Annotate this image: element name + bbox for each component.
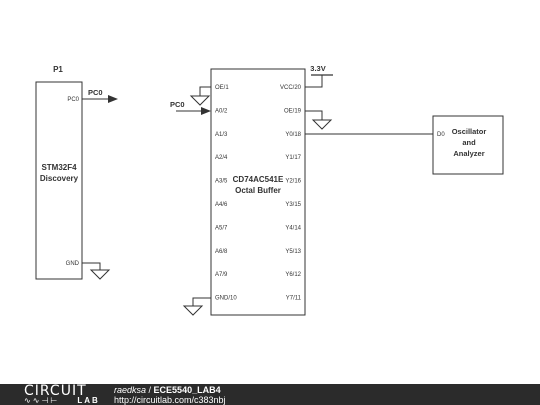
buffer-pin-label: Y1/17 (285, 155, 301, 161)
buffer-pin-label: A3/5 (215, 179, 228, 185)
circuitlab-logo-top[interactable]: CIRCUIT (24, 383, 87, 399)
buffer-pin-label: VCC/20 (280, 85, 302, 91)
buffer-pin-label: A4/6 (215, 202, 228, 208)
buffer-pin-label: OE/1 (215, 85, 229, 91)
buffer-pin-label: Y5/13 (285, 249, 301, 255)
p1-ref-label: P1 (53, 65, 63, 74)
oscillator-line2: and (462, 138, 476, 147)
buffer-pin-label: A1/3 (215, 132, 228, 138)
ground-icon (182, 305, 204, 316)
supply-voltage-label: 3.3V (310, 64, 325, 73)
buffer-pin-label: A5/7 (215, 225, 228, 231)
arrow-right-icon (108, 95, 118, 103)
stm32f4-block[interactable]: P1 STM32F4 Discovery PC0 GND (35, 65, 83, 280)
author-link[interactable]: raedksa (114, 385, 147, 395)
project-title[interactable]: ECE5540_LAB4 (153, 385, 221, 395)
pc0-input-net[interactable]: PC0 (170, 100, 211, 115)
buffer-pin-label: Y6/12 (285, 272, 301, 278)
ground-icon (89, 269, 111, 280)
buffer-pin-label: Y7/11 (286, 296, 302, 302)
buffer-pin-label: OE/19 (284, 108, 302, 114)
oscillator-line1: Oscillator (452, 127, 487, 136)
stm32f4-box (35, 81, 83, 280)
buffer-left-pins: OE/1A0/2A1/3A2/4A3/5A4/6A5/7A6/8A7/9GND/… (215, 85, 237, 302)
oe19-ground (305, 110, 333, 130)
p1-ground (82, 262, 111, 280)
buffer-pin-label: Y4/14 (285, 225, 301, 231)
logo-wave-icon: ∿∿⊣⊢ (24, 396, 60, 405)
buffer-ic-block[interactable]: CD74AC541E Octal Buffer OE/1A0/2A1/3A2/4… (210, 68, 306, 316)
buffer-pin-label: A0/2 (215, 108, 228, 114)
pc0-net-label-p1: PC0 (88, 88, 103, 97)
stm32f4-name-line2: Discovery (40, 174, 79, 183)
stm32f4-pin-pc0: PC0 (67, 97, 79, 103)
buffer-pin-label: Y0/18 (285, 132, 301, 138)
stm32f4-pin-gnd: GND (66, 261, 80, 267)
buffer-name-line2: Octal Buffer (235, 186, 281, 195)
buffer-ic-box (210, 68, 306, 316)
buffer-pin-label: Y2/16 (285, 179, 301, 185)
project-url-link[interactable]: http://circuitlab.com/c383nbj (114, 395, 226, 405)
circuitlab-logo-lab: LAB (77, 396, 100, 405)
buffer-pin-label: A7/9 (215, 272, 228, 278)
arrow-right-icon (201, 107, 211, 115)
ground-icon (311, 119, 333, 130)
buffer-pin-label: GND/10 (215, 296, 237, 302)
buffer-pin-label: Y3/15 (285, 202, 301, 208)
credit-separator: / (146, 385, 154, 395)
footer-bar: CIRCUIT ∿∿⊣⊢ LAB raedksa / ECE5540_LAB4 h… (0, 383, 540, 405)
oscillator-line3: Analyzer (453, 149, 484, 158)
gnd10-ground (182, 297, 211, 316)
circuitlab-logo-bottom: ∿∿⊣⊢ LAB (24, 396, 100, 405)
oscillator-box (432, 115, 504, 175)
oe1-ground (189, 86, 211, 106)
buffer-name-line1: CD74AC541E (233, 175, 284, 184)
buffer-pin-label: A6/8 (215, 249, 228, 255)
buffer-pin-label: A2/4 (215, 155, 228, 161)
oscillator-pin-d0: D0 (437, 132, 445, 138)
vcc-supply: 3.3V (305, 64, 333, 88)
stm32f4-name-line1: STM32F4 (41, 163, 77, 172)
oscillator-analyzer-block[interactable]: D0 Oscillator and Analyzer (432, 115, 504, 175)
ground-icon (189, 95, 211, 106)
pc0-net-label-a0: PC0 (170, 100, 185, 109)
credit-line: raedksa / ECE5540_LAB4 (114, 385, 221, 395)
schematic-canvas: P1 STM32F4 Discovery PC0 GND PC0 CD74AC5… (35, 64, 504, 316)
pc0-output-net[interactable]: PC0 (82, 88, 118, 103)
buffer-right-pins: VCC/20OE/19Y0/18Y1/17Y2/16Y3/15Y4/14Y5/1… (280, 85, 302, 302)
